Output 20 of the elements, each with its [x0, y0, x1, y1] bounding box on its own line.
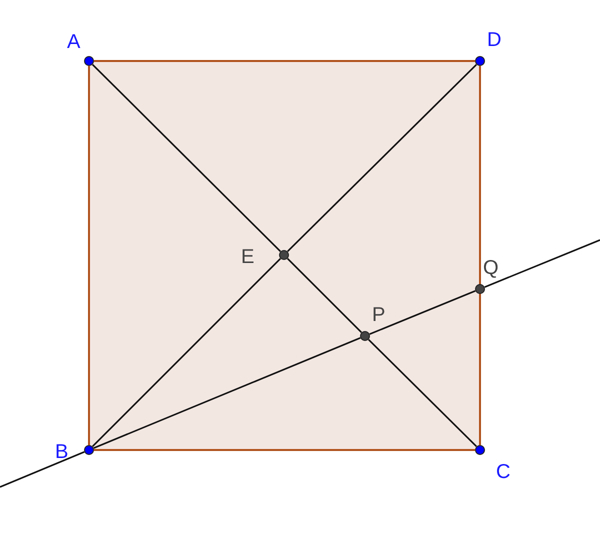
point-label: A [67, 30, 80, 54]
line-segment [93, 337, 361, 449]
line-segment [287, 64, 477, 252]
line-segment [369, 290, 476, 335]
line-segment [368, 338, 478, 448]
line-segment [479, 66, 481, 445]
line-segment [484, 239, 600, 288]
line-segment [88, 66, 90, 445]
line-segment [94, 449, 475, 451]
point-label: P [372, 303, 386, 327]
line-segment [286, 258, 362, 334]
point-label: B [55, 440, 68, 464]
point-label: E [241, 245, 254, 269]
line-segment [94, 60, 475, 62]
line-segment [92, 258, 282, 448]
point-label: D [487, 28, 502, 52]
point-label: Q [483, 256, 499, 280]
point-label: C [496, 460, 510, 484]
line-segment [92, 64, 282, 252]
line-segment [0, 451, 85, 488]
